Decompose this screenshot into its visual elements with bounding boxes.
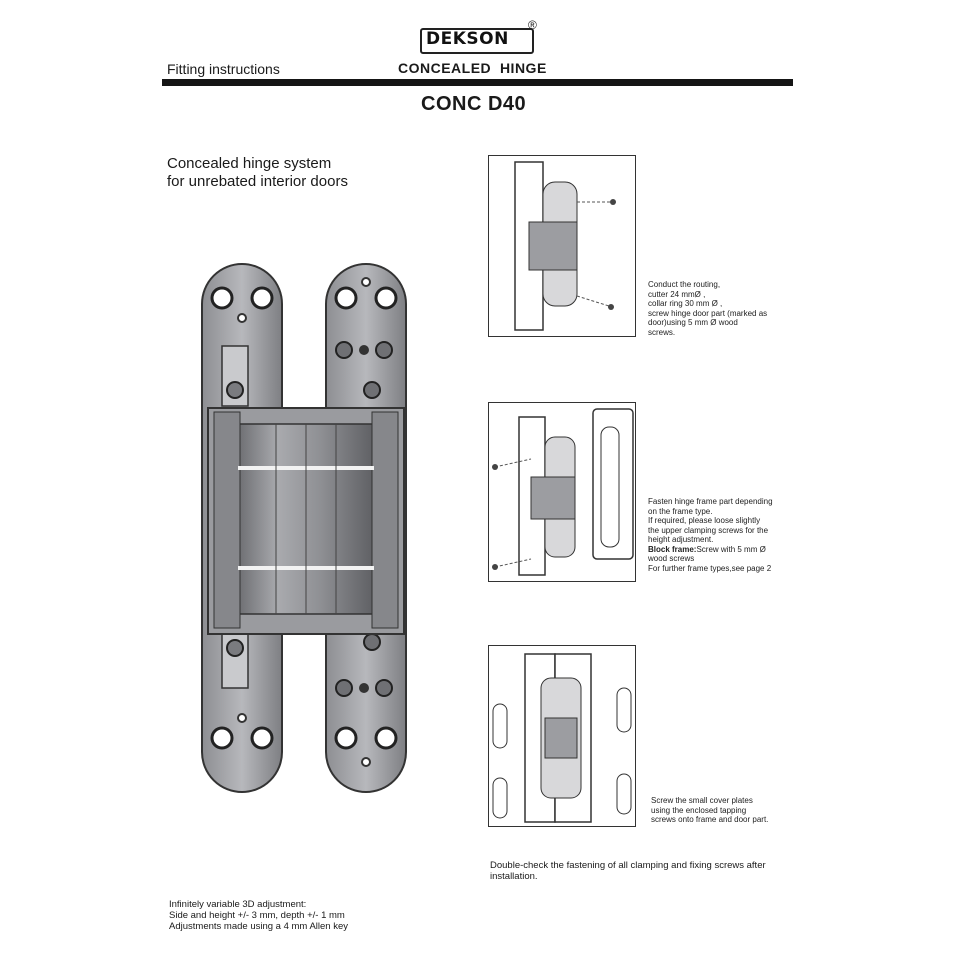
step-line: door)using 5 mm Ø wood xyxy=(648,318,738,327)
step-line: screw hinge door part (marked as xyxy=(648,308,768,318)
block-frame-text: Screw with 5 mm Ø xyxy=(696,544,766,554)
step-line: Block frame:Screw with 5 mm Ø xyxy=(648,545,773,555)
step-line: height adjustment. xyxy=(648,535,714,544)
step-line: screws. xyxy=(648,327,676,337)
adjustment-note: Infinitely variable 3D adjustment: Side … xyxy=(169,899,348,932)
step-line: wood screws xyxy=(648,554,695,563)
intro-line: for unrebated interior doors xyxy=(167,173,348,190)
step-line: cutter 24 mmØ , xyxy=(648,289,706,299)
registered-mark: ® xyxy=(528,18,537,32)
header-rule xyxy=(162,79,793,86)
step-1-illustration xyxy=(488,155,636,337)
step-line: For further frame types,see page 2 xyxy=(648,563,772,573)
note-line: installation. xyxy=(490,871,538,882)
step-line: screws onto frame and door part. xyxy=(651,815,769,824)
step-2-illustration xyxy=(488,402,636,582)
step-3-text: Screw the small cover plates using the e… xyxy=(651,796,768,825)
adjustment-line: Infinitely variable 3D adjustment: xyxy=(169,899,307,910)
step-line: Conduct the routing, xyxy=(648,280,721,289)
adjustment-line: Adjustments made using a 4 mm Allen key xyxy=(169,921,349,932)
document-title: CONCEALED HINGE xyxy=(398,60,547,76)
double-check-note: Double-check the fastening of all clampi… xyxy=(490,860,766,882)
brand-name: DEKSON xyxy=(426,29,509,49)
block-frame-label: Block frame: xyxy=(648,544,697,554)
adjustment-line: Side and height +/- 3 mm, depth +/- 1 mm xyxy=(169,910,345,921)
logo-frame xyxy=(420,28,534,54)
step-1-text: Conduct the routing, cutter 24 mmØ , col… xyxy=(648,280,767,337)
step-3-illustration xyxy=(488,645,636,827)
step-line: using the enclosed tapping xyxy=(651,805,747,815)
step-line: on the frame type. xyxy=(648,506,713,516)
intro-line: Concealed hinge system xyxy=(167,155,332,172)
dekson-logo: DEKSON ® xyxy=(420,18,538,54)
step-line: Screw the small cover plates xyxy=(651,796,753,805)
step-line: the upper clamping screws for the xyxy=(648,525,769,535)
note-line: Double-check the fastening of all clampi… xyxy=(490,860,766,871)
step-line: collar ring 30 mm Ø , xyxy=(648,299,723,308)
hinge-illustration xyxy=(201,263,407,793)
intro-text: Concealed hinge system for unrebated int… xyxy=(167,155,348,191)
step-2-text: Fasten hinge frame part depending on the… xyxy=(648,497,773,573)
step-line: Fasten hinge frame part depending xyxy=(648,497,773,506)
model-title: CONC D40 xyxy=(421,93,527,115)
step-line: If required, please loose slightly xyxy=(648,516,761,525)
fitting-instructions-label: Fitting instructions xyxy=(167,61,280,77)
